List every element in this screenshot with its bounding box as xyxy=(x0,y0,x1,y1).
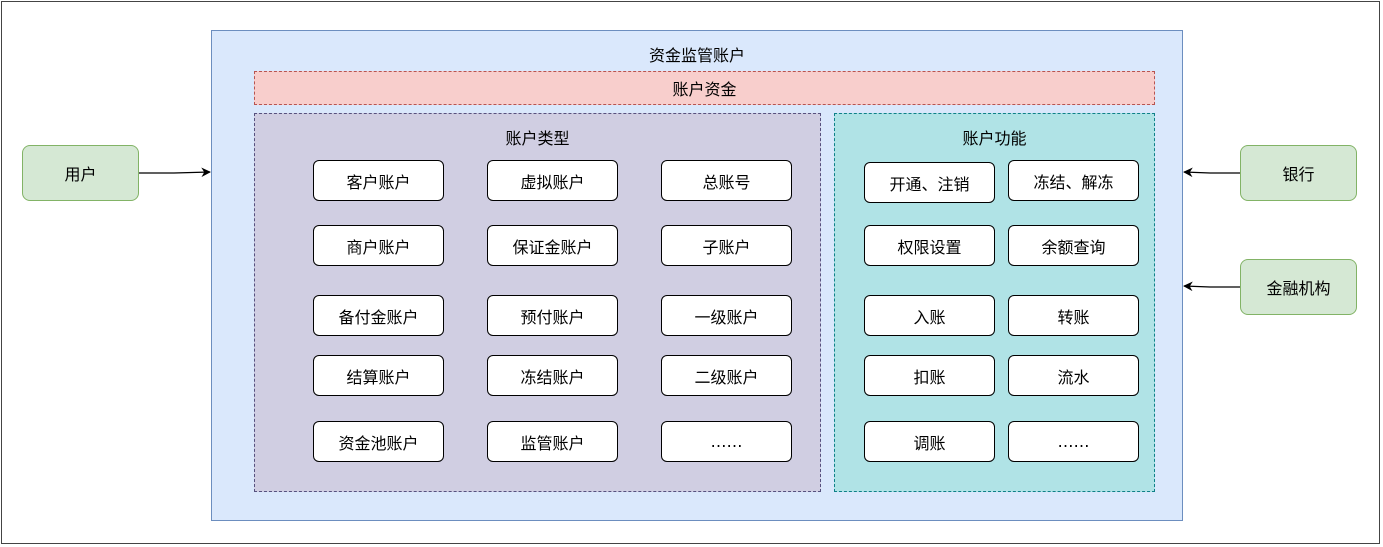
external-user-node: 用户 xyxy=(22,145,139,201)
external-bank-node: 银行 xyxy=(1240,145,1357,201)
account-type-item: 冻结账户 xyxy=(487,355,618,396)
account-type-item: 监管账户 xyxy=(487,421,618,462)
account-function-item: 转账 xyxy=(1008,295,1139,336)
account-function-item: 开通、注销 xyxy=(864,162,995,203)
external-bank-label: 银行 xyxy=(1282,165,1315,184)
account-type-item: 一级账户 xyxy=(661,295,792,336)
fund-supervision-account-title: 资金监管账户 xyxy=(648,46,745,65)
account-functions-title: 账户功能 xyxy=(962,129,1027,148)
account-type-item: 二级账户 xyxy=(661,355,792,396)
account-function-item: 调账 xyxy=(864,421,995,462)
account-type-item: …… xyxy=(661,421,792,462)
account-type-item: 备付金账户 xyxy=(313,295,444,336)
account-function-item: 权限设置 xyxy=(864,225,995,266)
account-types-title: 账户类型 xyxy=(505,129,570,148)
account-function-item: 入账 xyxy=(864,295,995,336)
account-function-item: 扣账 xyxy=(864,355,995,396)
account-function-item: 余额查询 xyxy=(1008,225,1139,266)
account-type-item: 预付账户 xyxy=(487,295,618,336)
external-user-label: 用户 xyxy=(64,165,97,184)
account-function-item: …… xyxy=(1008,421,1139,462)
account-type-item: 商户账户 xyxy=(313,225,444,266)
account-type-item: 保证金账户 xyxy=(487,225,618,266)
account-type-item: 虚拟账户 xyxy=(487,160,618,201)
external-financial-institution-node: 金融机构 xyxy=(1240,259,1357,315)
account-function-item: 流水 xyxy=(1008,355,1139,396)
account-funds-label: 账户资金 xyxy=(672,80,737,99)
account-type-item: 子账户 xyxy=(661,225,792,266)
account-type-item: 客户账户 xyxy=(313,160,444,201)
account-type-item: 结算账户 xyxy=(313,355,444,396)
external-financial-institution-label: 金融机构 xyxy=(1266,279,1331,298)
account-type-item: 资金池账户 xyxy=(313,421,444,462)
account-funds-bar: 账户资金 xyxy=(254,71,1155,105)
account-function-item: 冻结、解冻 xyxy=(1008,160,1139,201)
account-type-item: 总账号 xyxy=(661,160,792,201)
